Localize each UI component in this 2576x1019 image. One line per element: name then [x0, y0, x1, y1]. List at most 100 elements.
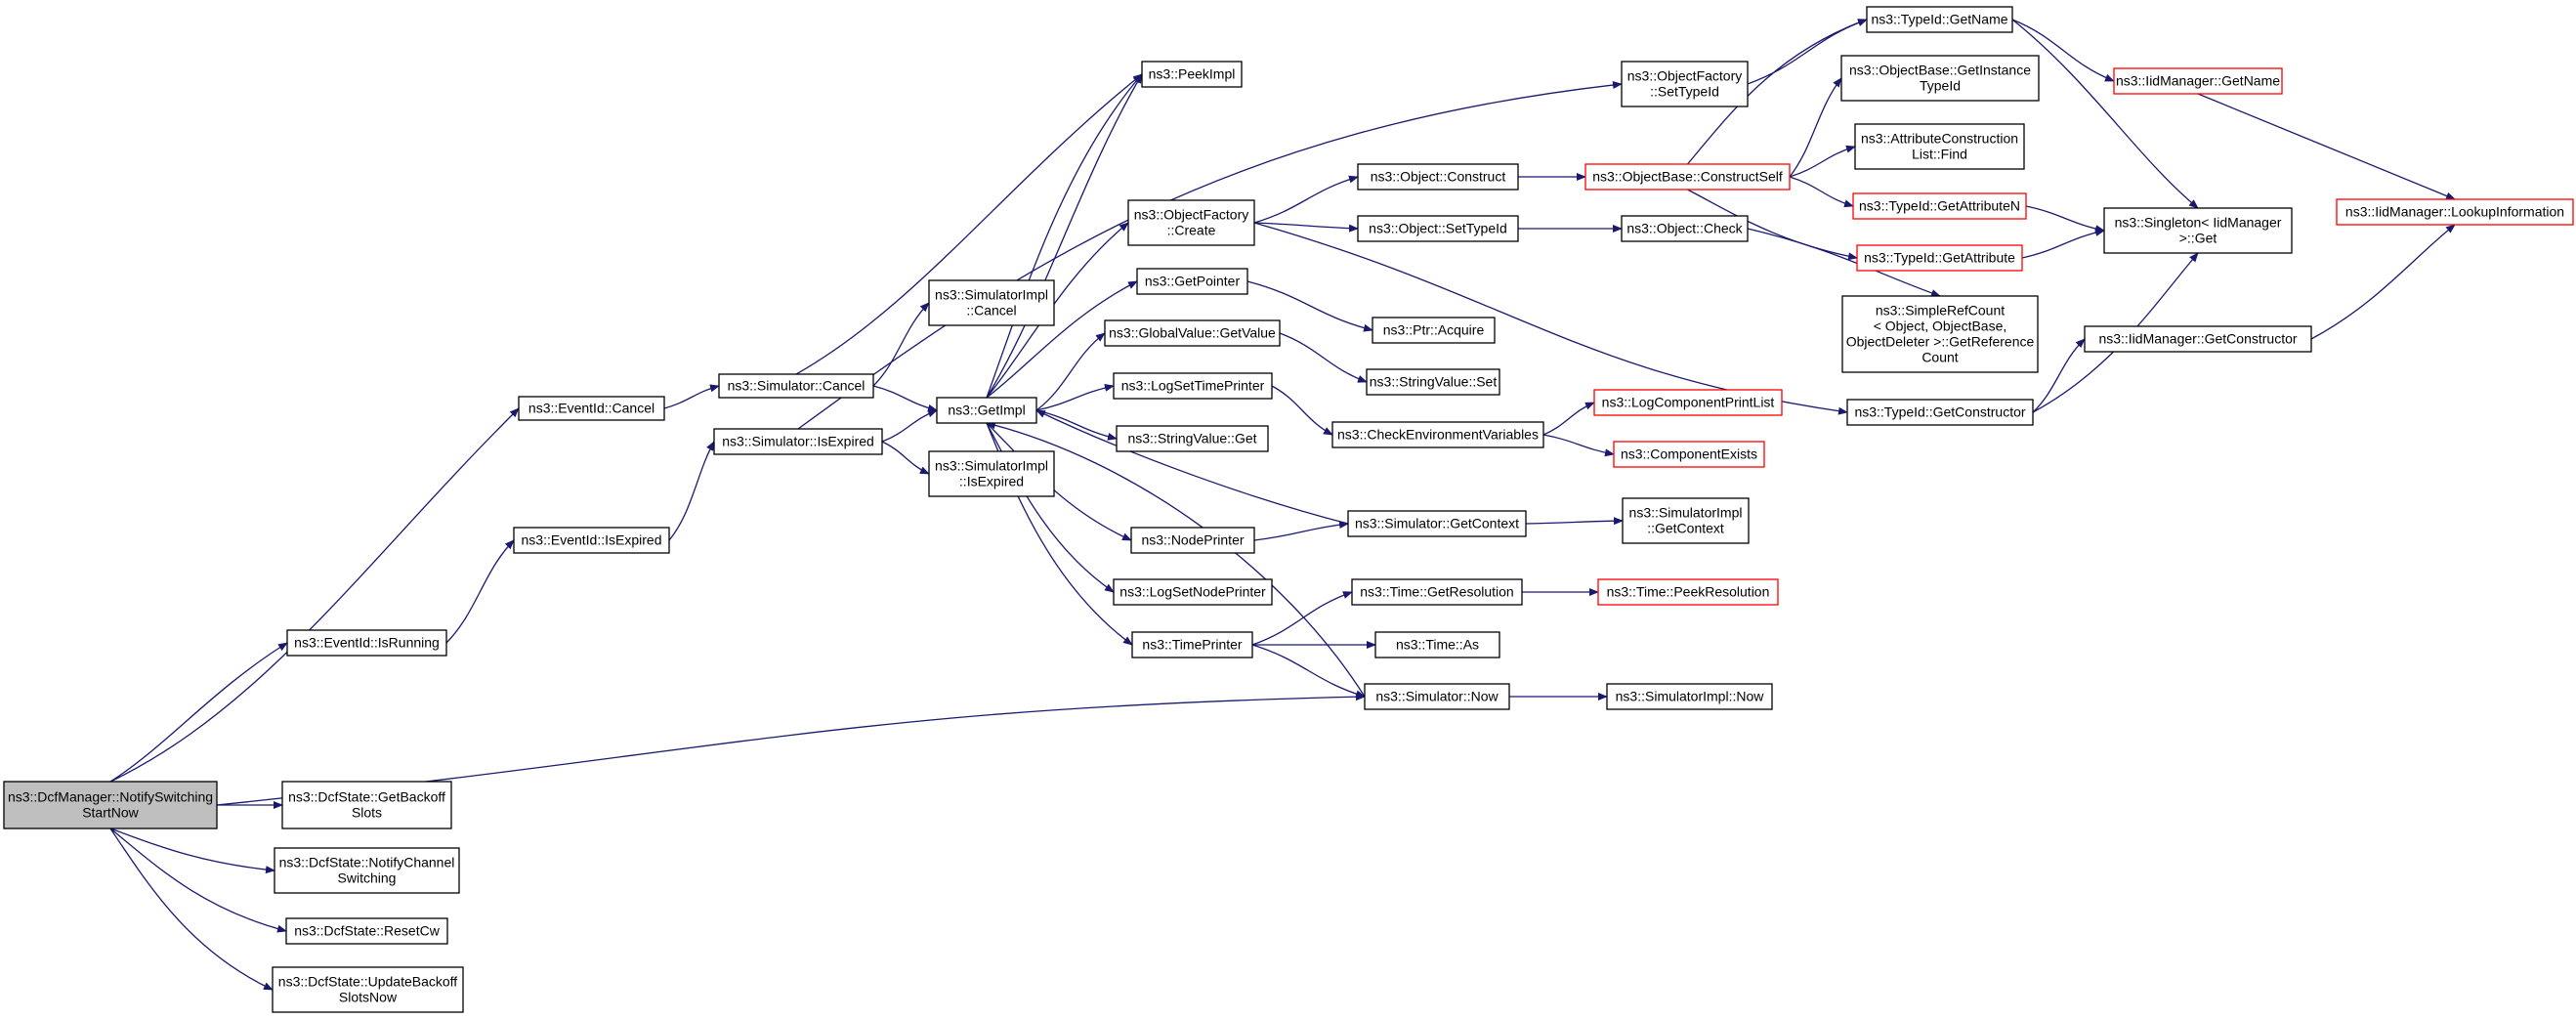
node-box[interactable] — [1613, 441, 1765, 468]
node-box[interactable] — [1141, 61, 1243, 88]
node-box[interactable] — [1621, 215, 1749, 242]
node-iidmanager-getconstructor[interactable]: ns3::IidManager::GetConstructor — [2084, 325, 2312, 353]
node-box[interactable] — [1357, 163, 1519, 191]
node-timeprinter[interactable]: ns3::TimePrinter — [1131, 631, 1253, 658]
node-time-peekresolution[interactable]: ns3::Time::PeekResolution — [1597, 578, 1779, 606]
node-time-as[interactable]: ns3::Time::As — [1374, 631, 1500, 658]
node-box[interactable] — [1597, 578, 1779, 606]
node-box[interactable] — [936, 397, 1037, 424]
node-simimpl-cancel[interactable]: ns3::SimulatorImpl::Cancel — [928, 279, 1055, 326]
node-sim-isexpired[interactable]: ns3::Simulator::IsExpired — [713, 428, 883, 455]
node-box[interactable] — [1104, 319, 1281, 347]
node-object-settypeid[interactable]: ns3::Object::SetTypeId — [1357, 215, 1519, 242]
node-box[interactable] — [1854, 123, 2025, 170]
node-simplerefcount[interactable]: ns3::SimpleRefCount< Object, ObjectBase,… — [1841, 295, 2039, 373]
node-peekimpl[interactable]: ns3::PeekImpl — [1141, 61, 1243, 88]
node-globalvalue-getvalue[interactable]: ns3::GlobalValue::GetValue — [1104, 319, 1281, 347]
node-componentexists[interactable]: ns3::ComponentExists — [1613, 441, 1765, 468]
node-box[interactable] — [2103, 207, 2293, 254]
node-typeid-getattribute[interactable]: ns3::TypeId::GetAttribute — [1856, 244, 2023, 272]
node-box[interactable] — [1127, 199, 1255, 246]
node-simimpl-isexpired[interactable]: ns3::SimulatorImpl::IsExpired — [928, 450, 1055, 497]
node-sim-cancel[interactable]: ns3::Simulator::Cancel — [718, 373, 874, 399]
node-box[interactable] — [1347, 510, 1527, 537]
node-box[interactable] — [1366, 368, 1500, 396]
node-singleton-get[interactable]: ns3::Singleton< IidManager>::Get — [2103, 207, 2293, 254]
node-box[interactable] — [1130, 527, 1255, 554]
node-object-construct[interactable]: ns3::Object::Construct — [1357, 163, 1519, 191]
node-eventid-cancel[interactable]: ns3::EventId::Cancel — [518, 396, 665, 421]
node-box[interactable] — [281, 781, 452, 829]
node-box[interactable] — [1866, 6, 2013, 33]
node-objfactory-settypeid[interactable]: ns3::ObjectFactory::SetTypeId — [1621, 61, 1749, 107]
node-box[interactable] — [1840, 55, 2040, 102]
node-box[interactable] — [1131, 631, 1253, 658]
node-object-check[interactable]: ns3::Object::Check — [1621, 215, 1749, 242]
node-typeid-getattributen[interactable]: ns3::TypeId::GetAttributeN — [1852, 192, 2027, 220]
node-box[interactable] — [1374, 631, 1500, 658]
node-box[interactable] — [1136, 268, 1248, 295]
node-logsetnodeprinter[interactable]: ns3::LogSetNodePrinter — [1113, 578, 1273, 606]
node-box[interactable] — [1856, 244, 2023, 272]
node-box[interactable] — [518, 396, 665, 421]
node-box[interactable] — [2113, 67, 2283, 95]
node-box[interactable] — [1606, 683, 1773, 710]
node-eventid-isrunning[interactable]: ns3::EventId::IsRunning — [286, 629, 447, 657]
node-iidmanager-getname[interactable]: ns3::IidManager::GetName — [2113, 67, 2283, 95]
node-box[interactable] — [928, 279, 1055, 326]
node-box[interactable] — [1364, 683, 1510, 710]
node-box[interactable] — [272, 966, 464, 1013]
node-box[interactable] — [1852, 192, 2027, 220]
node-box[interactable] — [1841, 295, 2039, 373]
node-box[interactable] — [1351, 578, 1523, 606]
node-checkenv[interactable]: ns3::CheckEnvironmentVariables — [1331, 421, 1544, 448]
node-box[interactable] — [718, 373, 874, 399]
node-iidmanager-lookup[interactable]: ns3::IidManager::LookupInformation — [2336, 198, 2574, 226]
node-box[interactable] — [2336, 198, 2574, 226]
node-logsettimeprinter[interactable]: ns3::LogSetTimePrinter — [1113, 372, 1273, 400]
node-typeid-getconstructor[interactable]: ns3::TypeId::GetConstructor — [1846, 399, 2034, 426]
node-time-getresolution[interactable]: ns3::Time::GetResolution — [1351, 578, 1523, 606]
node-box[interactable] — [286, 629, 447, 657]
node-sim-now[interactable]: ns3::Simulator::Now — [1364, 683, 1510, 710]
node-stringvalue-set[interactable]: ns3::StringValue::Set — [1366, 368, 1500, 396]
node-box[interactable] — [513, 527, 670, 554]
node-dcf-resetcw[interactable]: ns3::DcfState::ResetCw — [285, 917, 448, 945]
node-box[interactable] — [274, 847, 460, 894]
node-box[interactable] — [928, 450, 1055, 497]
node-box[interactable] — [1357, 215, 1519, 242]
node-box[interactable] — [1113, 372, 1273, 400]
node-typeid-getname[interactable]: ns3::TypeId::GetName — [1866, 6, 2013, 33]
node-sim-getcontext[interactable]: ns3::Simulator::GetContext — [1347, 510, 1527, 537]
node-box[interactable] — [1116, 425, 1269, 452]
node-box[interactable] — [1113, 578, 1273, 606]
node-box[interactable] — [1621, 61, 1749, 107]
node-box[interactable] — [1846, 399, 2034, 426]
node-box[interactable] — [1372, 317, 1496, 344]
node-getimpl[interactable]: ns3::GetImpl — [936, 397, 1037, 424]
node-box[interactable] — [2084, 325, 2312, 353]
node-box[interactable] — [1622, 497, 1750, 544]
node-box[interactable] — [1584, 163, 1791, 191]
node-simimpl-now[interactable]: ns3::SimulatorImpl::Now — [1606, 683, 1773, 710]
node-box[interactable] — [1593, 389, 1783, 416]
node-box[interactable] — [285, 917, 448, 945]
node-simimpl-getcontext[interactable]: ns3::SimulatorImpl::GetContext — [1622, 497, 1750, 544]
node-nodeprinter[interactable]: ns3::NodePrinter — [1130, 527, 1255, 554]
node-eventid-isexpired[interactable]: ns3::EventId::IsExpired — [513, 527, 670, 554]
node-objfactory-create[interactable]: ns3::ObjectFactory::Create — [1127, 199, 1255, 246]
node-box[interactable] — [3, 781, 218, 829]
node-box[interactable] — [1331, 421, 1544, 448]
node-getpointer[interactable]: ns3::GetPointer — [1136, 268, 1248, 295]
node-stringvalue-get[interactable]: ns3::StringValue::Get — [1116, 425, 1269, 452]
node-objbase-constructself[interactable]: ns3::ObjectBase::ConstructSelf — [1584, 163, 1791, 191]
node-ptr-acquire[interactable]: ns3::Ptr::Acquire — [1372, 317, 1496, 344]
node-logcomponentprintlist[interactable]: ns3::LogComponentPrintList — [1593, 389, 1783, 416]
node-box[interactable] — [713, 428, 883, 455]
